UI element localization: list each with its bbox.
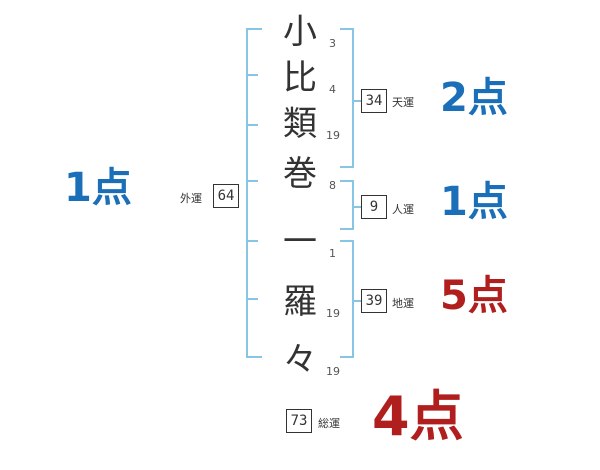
stroke-count: 19 [326, 365, 340, 378]
gaikaku-label: 外運 [180, 192, 202, 205]
chikaku-score: 5点 [440, 273, 508, 319]
gaikaku-value: 64 [213, 184, 239, 208]
tenkaku-label: 天運 [392, 96, 414, 109]
name-char: 羅 [283, 282, 317, 322]
stroke-count: 3 [329, 37, 336, 50]
stroke-count: 19 [326, 307, 340, 320]
name-char: 小 [283, 12, 317, 52]
stroke-count: 1 [329, 247, 336, 260]
chikaku-value: 39 [361, 289, 387, 313]
soukaku-score: 4点 [372, 385, 464, 448]
soukaku-label: 総運 [318, 417, 340, 430]
tenkaku-score: 2点 [440, 75, 508, 121]
gaikaku-score: 1点 [64, 165, 132, 211]
jinkaku-score: 1点 [440, 179, 508, 225]
stroke-count: 8 [329, 179, 336, 192]
chikaku-label: 地運 [392, 297, 414, 310]
jinkaku-label: 人運 [392, 203, 414, 216]
stroke-count: 4 [329, 83, 336, 96]
name-char: 比 [283, 58, 317, 98]
name-char: 一 [283, 222, 317, 262]
name-char: 類 [283, 104, 317, 144]
jinkaku-value: 9 [361, 195, 387, 219]
name-char: 々 [283, 340, 317, 380]
tenkaku-value: 34 [361, 89, 387, 113]
soukaku-value: 73 [286, 409, 312, 433]
stroke-count: 19 [326, 129, 340, 142]
name-char: 巻 [283, 154, 317, 194]
